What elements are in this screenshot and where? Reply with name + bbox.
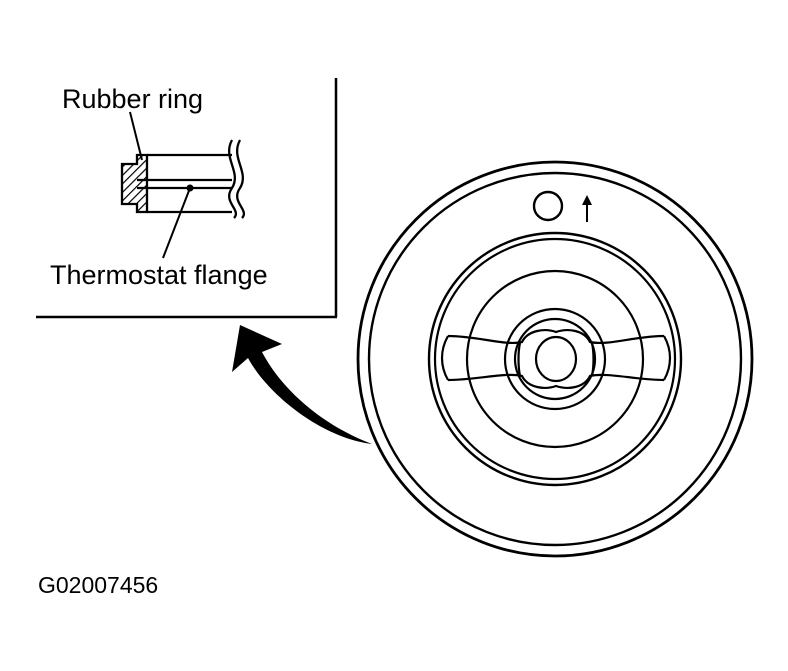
rubber-ring-cross-section bbox=[120, 139, 245, 219]
thermostat-face bbox=[356, 160, 754, 558]
leader-lines bbox=[129, 111, 194, 259]
pointer-arrow bbox=[232, 325, 372, 444]
valve-bridge bbox=[440, 329, 672, 389]
inset-frame bbox=[36, 78, 338, 319]
thermostat-flange-label: Thermostat flange bbox=[50, 260, 268, 290]
figure-code-label: G02007456 bbox=[38, 572, 159, 598]
rubber-ring-label: Rubber ring bbox=[62, 84, 204, 114]
